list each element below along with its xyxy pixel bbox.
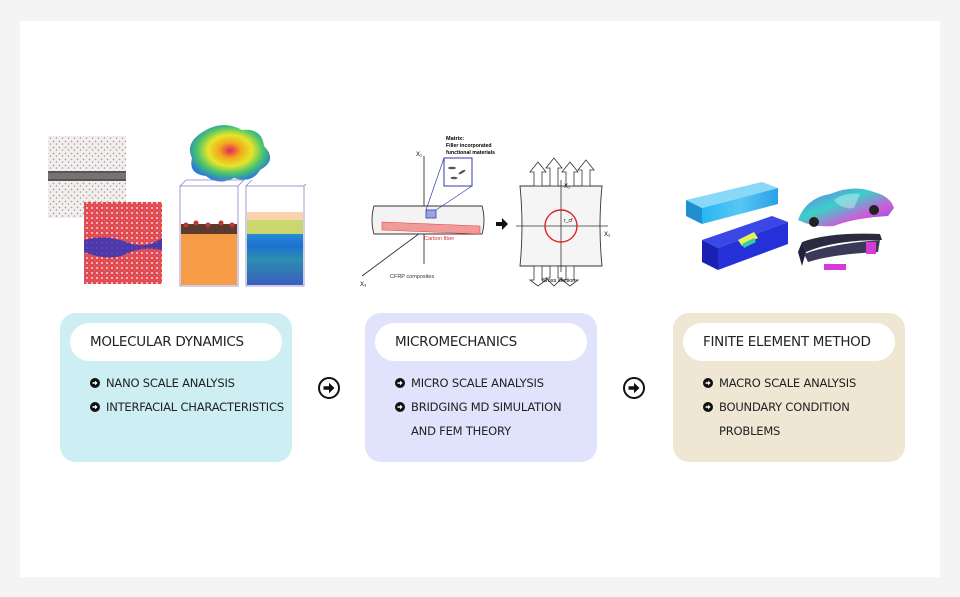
list-item-label: BRIDGING MD SIMULATION AND FEM THEORY (411, 400, 562, 438)
axis-x3-label: X₃ (360, 282, 367, 288)
canvas (20, 21, 940, 577)
fem-illustration (686, 182, 894, 270)
list-item-label: MICRO SCALE ANALYSIS (411, 376, 544, 390)
stage-card-micromechanics: MICROMECHANICS MICRO SCALE ANALYSIS BRID… (365, 313, 597, 462)
arrow-right-circle-icon (623, 377, 645, 399)
stage-item-list: MACRO SCALE ANALYSIS BOUNDARY CONDITION … (703, 371, 899, 443)
bullet-arrow-icon (90, 378, 100, 388)
stage-item-list: MICRO SCALE ANALYSIS BRIDGING MD SIMULAT… (395, 371, 591, 443)
axis-x1-label: X₁ (416, 152, 422, 158)
list-item: MICRO SCALE ANALYSIS (395, 371, 591, 395)
stage-title: MOLECULAR DYNAMICS (90, 334, 244, 350)
molecular-dynamics-illustration (48, 125, 306, 287)
stage-title-pill: MOLECULAR DYNAMICS (70, 323, 282, 361)
bullet-arrow-icon (395, 402, 405, 412)
micromechanics-illustration: X₁ X₂ X₃ Carbon fiber CFRP composites Ma… (360, 136, 611, 288)
list-item-label: MACRO SCALE ANALYSIS (719, 376, 857, 390)
list-item: BOUNDARY CONDITION PROBLEMS (703, 395, 869, 443)
stage-title: FINITE ELEMENT METHOD (703, 334, 871, 350)
list-item: MACRO SCALE ANALYSIS (703, 371, 899, 395)
list-item-label: BOUNDARY CONDITION PROBLEMS (719, 400, 850, 438)
list-item-label: INTERFACIAL CHARACTERISTICS (106, 400, 284, 414)
rcf-label: r_cf (564, 218, 573, 224)
cross-section-label: Cross section (542, 278, 575, 284)
bullet-arrow-icon (90, 402, 100, 412)
axis-x2b-label: X₂ (604, 232, 611, 238)
list-item: BRIDGING MD SIMULATION AND FEM THEORY (395, 395, 581, 443)
matrix-sub2: functional materials (446, 150, 495, 156)
bullet-arrow-icon (703, 378, 713, 388)
stage-card-finite-element-method: FINITE ELEMENT METHOD MACRO SCALE ANALYS… (673, 313, 905, 462)
bullet-arrow-icon (703, 402, 713, 412)
matrix-sub1: Filler incorporated (446, 143, 492, 149)
axis-x1b-label: X₁ (564, 184, 570, 190)
list-item-label: NANO SCALE ANALYSIS (106, 376, 235, 390)
cfrp-label: CFRP composites (390, 274, 434, 280)
bullet-arrow-icon (395, 378, 405, 388)
matrix-label: Matrix: (446, 136, 464, 142)
stage-title-pill: FINITE ELEMENT METHOD (683, 323, 895, 361)
carbon-fiber-label: Carbon fiber (424, 236, 454, 242)
list-item: NANO SCALE ANALYSIS (90, 371, 286, 395)
arrow-right-circle-icon (318, 377, 340, 399)
stage-item-list: NANO SCALE ANALYSIS INTERFACIAL CHARACTE… (90, 371, 286, 419)
list-item: INTERFACIAL CHARACTERISTICS (90, 395, 286, 419)
stage-card-molecular-dynamics: MOLECULAR DYNAMICS NANO SCALE ANALYSIS I… (60, 313, 292, 462)
stage-title-pill: MICROMECHANICS (375, 323, 587, 361)
stage-title: MICROMECHANICS (395, 334, 517, 350)
